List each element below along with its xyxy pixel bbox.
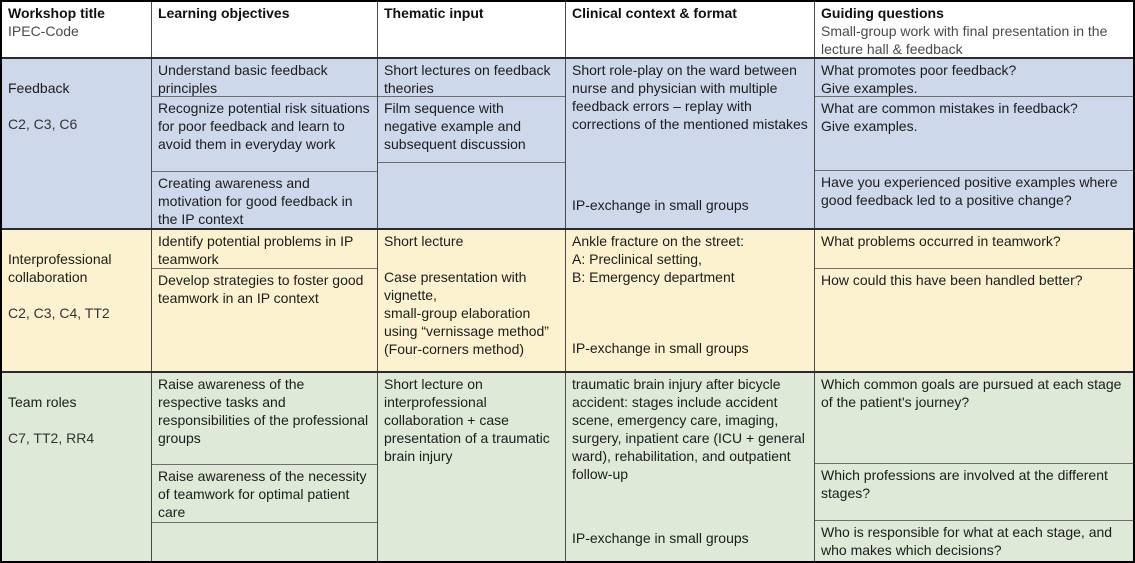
clinical-scenario: Ankle fracture on the street: A: Preclin… [572,233,744,285]
learning-objective-item: Identify potential problems in IP teamwo… [152,230,377,269]
workshop-title: Team roles [8,394,77,410]
header-row: Workshop title IPEC-Code Learning object… [2,2,1133,59]
thematic-input-item: Short lecture on interprofessional colla… [384,376,550,464]
learning-objectives-column: Understand basic feedback principles Rec… [152,59,378,228]
clinical-format: IP-exchange in small groups [572,340,749,356]
guiding-question-item: What are common mistakes in feedback? Gi… [815,97,1133,171]
guiding-questions-column: Which common goals are pursued at each s… [815,373,1133,561]
header-cell-guiding-questions: Guiding questions Small-group work with … [815,2,1133,57]
guiding-questions-column: What promotes poor feedback? Give exampl… [815,59,1133,228]
column-title: Workshop title [8,5,105,21]
ipec-code: C7, TT2, RR4 [8,430,95,446]
guiding-question-item: What promotes poor feedback? Give exampl… [815,59,1133,97]
learning-objective-item: Understand basic feedback principles [152,59,377,97]
guiding-question-item: What problems occurred in teamwork? [815,230,1133,269]
clinical-context-cell: traumatic brain injury after bicycle acc… [566,373,814,561]
row-team-roles: Team roles C7, TT2, RR4 Raise awareness … [2,373,1133,561]
workshop-title-column: Team roles C7, TT2, RR4 [2,373,152,561]
workshop-title-column: Interprofessional collaboration C2, C3, … [2,230,152,371]
ipec-code: C2, C3, C6 [8,116,78,132]
thematic-input-column: Short lecture Case presentation with vig… [378,230,566,371]
header-cell-workshop-title: Workshop title IPEC-Code [2,2,152,57]
guiding-questions-column: What problems occurred in teamwork? How … [815,230,1133,371]
row-feedback: Feedback C2, C3, C6 Understand basic fee… [2,59,1133,230]
learning-objective-item: Raise awareness of the necessity of team… [152,465,377,523]
column-subtitle: IPEC-Code [8,23,79,39]
workshop-title: Feedback [8,80,70,96]
clinical-context-cell: Short role-play on the ward between nurs… [566,59,814,228]
guiding-question-item: Which common goals are pursued at each s… [815,373,1133,464]
learning-objectives-column: Raise awareness of the respective tasks … [152,373,378,561]
clinical-context-column: Ankle fracture on the street: A: Preclin… [566,230,815,371]
workshop-title: Interprofessional collaboration [8,251,112,285]
learning-objective-item: Recognize potential risk situations for … [152,97,377,172]
column-subtitle: Small-group work with final presentation… [821,23,1108,57]
thematic-input-column: Short lectures on feedback theories Film… [378,59,566,228]
guiding-question-item: How could this have been handled better? [821,272,1083,288]
learning-objective-item: Raise awareness of the respective tasks … [152,373,377,465]
clinical-context-column: Short role-play on the ward between nurs… [566,59,815,228]
thematic-input-item: Short lectures on feedback theories [378,59,565,97]
thematic-input-item [378,163,565,228]
guiding-question-item: Who is responsible for what at each stag… [821,524,1113,558]
clinical-scenario: Short role-play on the ward between nurs… [572,62,808,132]
learning-objective-item: Develop strategies to foster good teamwo… [158,272,364,306]
thematic-input-item: Short lecture Case presentation with vig… [384,233,549,357]
workshop-title-cell: Feedback C2, C3, C6 [2,59,151,228]
guiding-question-item: Have you experienced positive examples w… [821,174,1118,208]
header-cell-learning-objectives: Learning objectives [152,2,378,57]
workshop-title-cell: Interprofessional collaboration C2, C3, … [2,230,151,371]
thematic-input-item: Film sequence with negative example and … [378,97,565,163]
thematic-input-column: Short lecture on interprofessional colla… [378,373,566,561]
clinical-context-cell: Ankle fracture on the street: A: Preclin… [566,230,814,371]
workshop-title-cell: Team roles C7, TT2, RR4 [2,373,151,561]
column-title: Learning objectives [158,5,290,21]
ipec-code: C2, C3, C4, TT2 [8,305,110,321]
workshop-title-column: Feedback C2, C3, C6 [2,59,152,228]
column-title: Clinical context & format [572,5,737,21]
clinical-format: IP-exchange in small groups [572,197,749,213]
column-title: Thematic input [384,5,484,21]
column-title: Guiding questions [821,5,944,21]
clinical-format: IP-exchange in small groups [572,530,749,546]
learning-objective-item: Creating awareness and motivation for go… [158,175,353,227]
header-cell-clinical-context: Clinical context & format [566,2,815,57]
clinical-scenario: traumatic brain injury after bicycle acc… [572,376,805,482]
clinical-context-column: traumatic brain injury after bicycle acc… [566,373,815,561]
header-cell-thematic-input: Thematic input [378,2,566,57]
guiding-question-item: Which professions are involved at the di… [815,464,1133,521]
learning-objective-item [152,523,377,561]
learning-objectives-column: Identify potential problems in IP teamwo… [152,230,378,371]
row-interprofessional-collaboration: Interprofessional collaboration C2, C3, … [2,230,1133,373]
